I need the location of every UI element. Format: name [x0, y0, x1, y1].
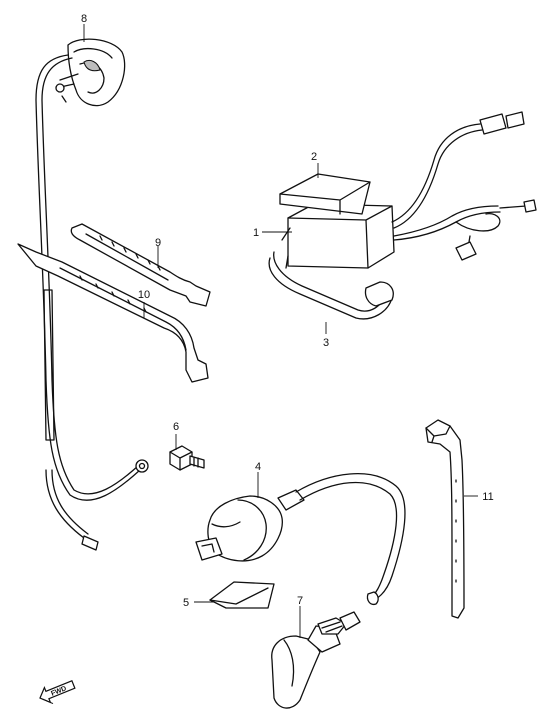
- callout-5: 5: [183, 597, 189, 609]
- callout-3: 3: [323, 337, 329, 349]
- callout-labels: 8 2 1 3 9 10 6 4 5 7 11: [81, 13, 494, 609]
- callout-2: 2: [311, 151, 317, 163]
- part-7-plug-cap: [271, 611, 361, 709]
- callout-4: 4: [255, 461, 261, 473]
- part-3-bracket: [268, 251, 394, 320]
- part-5-pad: [209, 581, 275, 609]
- part-1-cdi-unit: [281, 203, 395, 269]
- callout-9: 9: [155, 237, 161, 249]
- callout-10: 10: [138, 289, 150, 301]
- part-9-strap: [70, 223, 211, 307]
- callout-7: 7: [297, 595, 303, 607]
- callout-11: 11: [482, 491, 493, 503]
- part-11-clamp: [425, 419, 465, 619]
- part-4-ignition-coil: [195, 473, 406, 606]
- part-8-pickup-coil: [35, 38, 149, 551]
- fwd-arrow-icon: FWD: [39, 680, 76, 704]
- callout-1: 1: [253, 227, 259, 239]
- part-6-bolt: [169, 445, 205, 471]
- part-2-pad: [279, 173, 371, 215]
- leader-lines: [83, 24, 478, 638]
- cdi-harness: [391, 111, 537, 261]
- callout-6: 6: [173, 421, 179, 433]
- part-10-band: [17, 243, 209, 383]
- fwd-label: FWD: [50, 685, 67, 697]
- callout-8: 8: [81, 13, 87, 25]
